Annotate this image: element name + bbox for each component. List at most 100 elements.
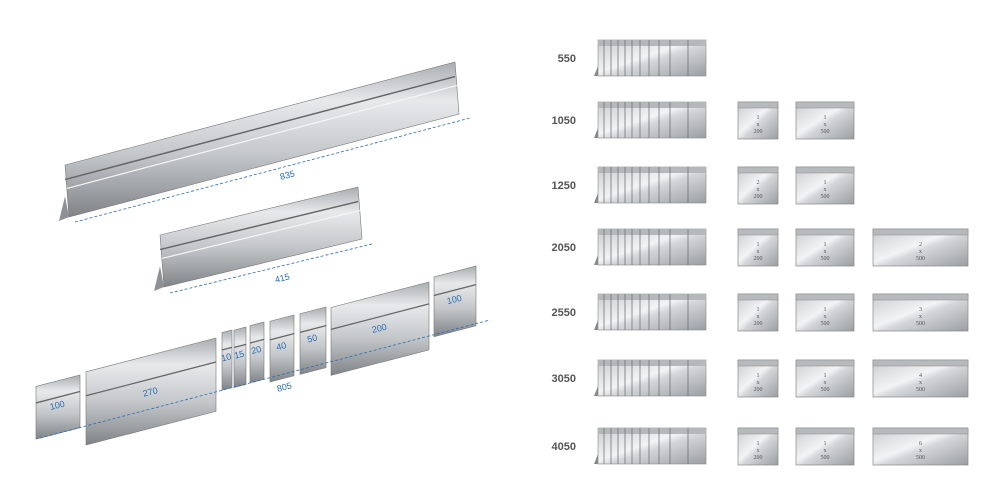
segment-box-top — [737, 293, 779, 301]
segment-times: x — [824, 249, 827, 255]
segment-box-top — [795, 228, 855, 236]
section-piece: 270 — [85, 337, 217, 446]
segment-times: x — [824, 314, 827, 320]
die-top — [598, 229, 706, 235]
dimension-805-line — [39, 319, 491, 439]
segment-count: 1 — [824, 180, 827, 186]
section-piece: 10 — [220, 329, 233, 391]
segment-count: 1 — [757, 242, 760, 248]
section-piece: 100 — [433, 265, 477, 338]
section-piece: 15 — [233, 326, 247, 388]
bar-foot — [59, 196, 69, 221]
section-piece: 200 — [330, 281, 430, 376]
section-label: 270 — [142, 385, 159, 398]
segment-box-top — [737, 166, 779, 174]
segment-box-top — [795, 359, 855, 367]
piece-groove — [233, 343, 247, 349]
segment-count: 1 — [824, 307, 827, 313]
piece-groove — [299, 324, 327, 333]
segment-box-top — [737, 359, 779, 367]
row-length-label: 3050 — [552, 373, 576, 385]
segment-size: 200 — [754, 194, 763, 200]
dimension-415-label: 415 — [274, 271, 291, 284]
dimension-835-label: 835 — [279, 168, 296, 181]
sectioned-die-image — [594, 39, 707, 77]
piece-groove — [221, 346, 233, 351]
segment-times: x — [757, 314, 760, 320]
sectioned-die-image — [594, 228, 707, 266]
dimension-835-line — [74, 117, 471, 223]
section-label: 40 — [275, 340, 287, 352]
sectioned-die-image — [594, 359, 707, 397]
dimension-805-label: 805 — [276, 380, 293, 393]
piece-groove — [35, 390, 81, 404]
segment-size: 200 — [754, 129, 763, 135]
piece-face — [330, 281, 430, 376]
segment-count: 1 — [824, 242, 827, 248]
section-label: 10 — [220, 351, 232, 363]
piece-face — [221, 329, 233, 391]
segment-times: x — [757, 448, 760, 454]
die-foot — [594, 320, 598, 330]
section-piece: 20 — [249, 321, 265, 384]
segment-size: 500 — [916, 321, 925, 327]
section-label: 100 — [49, 399, 66, 412]
bar-415 — [154, 186, 363, 291]
row-length-label: 1250 — [552, 180, 576, 192]
segment-size: 200 — [754, 321, 763, 327]
segment-count: 1 — [757, 307, 760, 313]
sectioned-die-image — [594, 427, 707, 465]
row-length-label: 550 — [558, 53, 576, 65]
die-top — [598, 428, 706, 434]
bar-face — [159, 186, 363, 288]
segment-size: 200 — [754, 455, 763, 461]
section-piece: 40 — [269, 314, 295, 383]
segment-count: 1 — [757, 441, 760, 447]
section-label: 100 — [446, 293, 463, 306]
piece-groove — [330, 303, 430, 331]
segment-box-top — [872, 359, 969, 367]
sectioned-die-image — [594, 101, 707, 139]
segment-times: x — [757, 187, 760, 193]
segment-count: 1 — [824, 373, 827, 379]
die-foot — [594, 386, 598, 396]
piece-face — [85, 337, 217, 446]
die-foot — [594, 128, 598, 138]
segment-times: x — [919, 249, 922, 255]
die-foot — [594, 255, 598, 265]
segment-count: 1 — [757, 115, 760, 121]
segment-times: x — [919, 314, 922, 320]
segment-times: x — [824, 187, 827, 193]
bar-highlight — [66, 84, 458, 189]
bar-groove — [64, 75, 456, 181]
segment-box-top — [737, 228, 779, 236]
segment-size: 500 — [821, 129, 830, 135]
sectioned-die-image — [594, 166, 707, 204]
row-length-label: 2550 — [552, 307, 576, 319]
row-length-label: 4050 — [552, 441, 576, 453]
section-piece: 50 — [299, 306, 327, 375]
segment-size: 500 — [821, 194, 830, 200]
bar-face — [64, 61, 460, 218]
piece-groove — [433, 283, 477, 297]
bar-835 — [59, 61, 460, 221]
section-piece: 100 — [35, 374, 81, 440]
bar-highlight — [161, 209, 361, 259]
segment-size: 200 — [754, 387, 763, 393]
die-foot — [594, 454, 598, 464]
piece-face — [433, 265, 477, 338]
piece-face — [299, 306, 327, 375]
